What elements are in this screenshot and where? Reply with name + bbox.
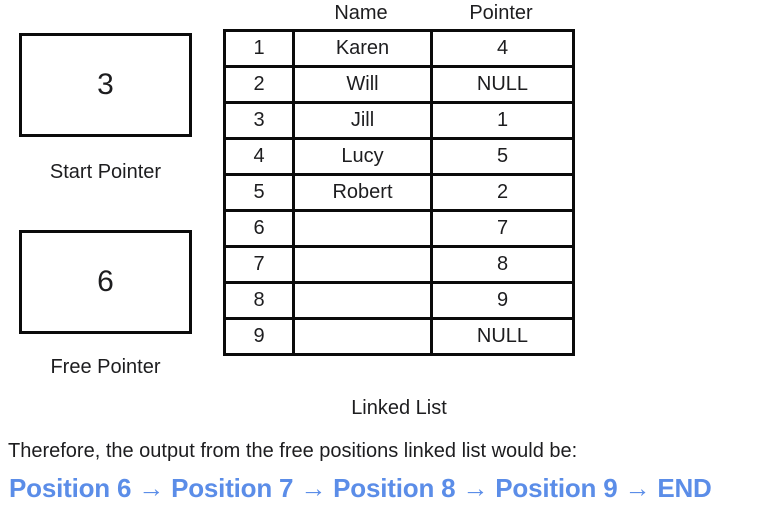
free-pointer-box: 6 — [19, 230, 192, 334]
conclusion-intro-text: Therefore, the output from the free posi… — [8, 440, 578, 462]
row-name — [292, 209, 433, 248]
row-pointer: NULL — [430, 65, 575, 104]
row-index: 7 — [223, 245, 295, 284]
table-row: 5 Robert 2 — [223, 173, 575, 212]
row-name: Karen — [292, 29, 433, 68]
table-row: 1 Karen 4 — [223, 29, 575, 68]
table-caption: Linked List — [351, 397, 447, 419]
row-index: 9 — [223, 317, 295, 356]
row-index: 5 — [223, 173, 295, 212]
row-index: 3 — [223, 101, 295, 140]
row-pointer: 8 — [430, 245, 575, 284]
conclusion-output-text: Position 6 → Position 7 → Position 8 → P… — [9, 473, 712, 503]
row-pointer: NULL — [430, 317, 575, 356]
table-header-name: Name — [334, 2, 388, 24]
table-header-pointer: Pointer — [469, 2, 533, 24]
row-name — [292, 245, 433, 284]
table-row: 6 7 — [223, 209, 575, 248]
table-row: 4 Lucy 5 — [223, 137, 575, 176]
row-pointer: 1 — [430, 101, 575, 140]
row-index: 8 — [223, 281, 295, 320]
table-row: 7 8 — [223, 245, 575, 284]
linked-list-table: 1 Karen 4 2 Will NULL 3 Jill 1 4 Lucy 5 … — [223, 29, 575, 356]
row-name: Jill — [292, 101, 433, 140]
table-row: 8 9 — [223, 281, 575, 320]
start-pointer-box: 3 — [19, 33, 192, 137]
row-index: 1 — [223, 29, 295, 68]
row-index: 6 — [223, 209, 295, 248]
free-pointer-value: 6 — [97, 265, 114, 298]
row-name — [292, 317, 433, 356]
row-name: Lucy — [292, 137, 433, 176]
row-name: Will — [292, 65, 433, 104]
row-index: 2 — [223, 65, 295, 104]
free-pointer-label: Free Pointer — [50, 356, 161, 378]
row-pointer: 4 — [430, 29, 575, 68]
start-pointer-label: Start Pointer — [49, 161, 162, 183]
row-pointer: 7 — [430, 209, 575, 248]
row-pointer: 2 — [430, 173, 575, 212]
row-name — [292, 281, 433, 320]
row-pointer: 9 — [430, 281, 575, 320]
row-name: Robert — [292, 173, 433, 212]
table-row: 9 NULL — [223, 317, 575, 356]
row-index: 4 — [223, 137, 295, 176]
table-row: 2 Will NULL — [223, 65, 575, 104]
start-pointer-value: 3 — [97, 68, 114, 101]
table-row: 3 Jill 1 — [223, 101, 575, 140]
row-pointer: 5 — [430, 137, 575, 176]
